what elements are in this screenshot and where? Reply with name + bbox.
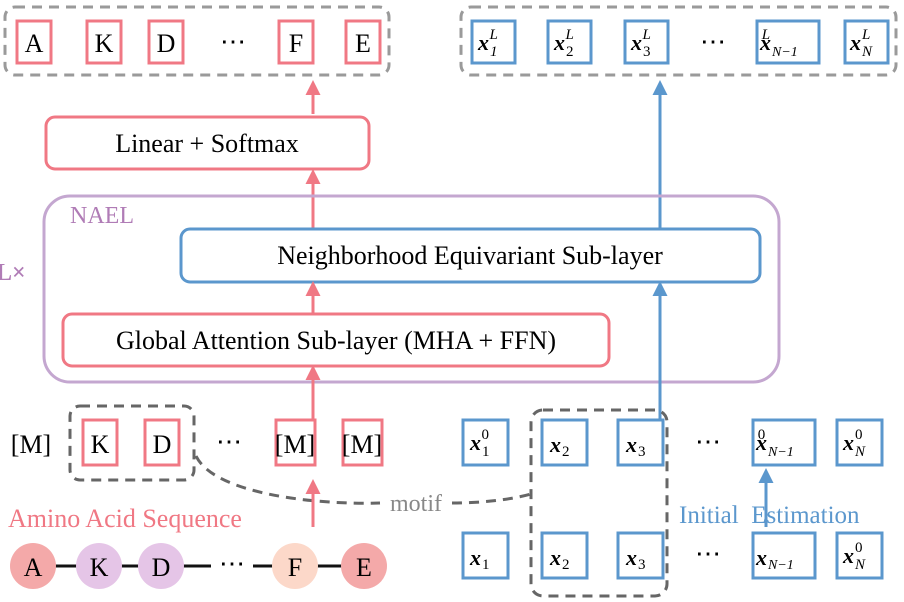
output-coords-row: x1L x2L x3L ⋯ xN−1L xNL xyxy=(470,19,890,65)
ground-coord-box-5 xyxy=(835,531,884,580)
input-coord-box-1 xyxy=(461,418,510,467)
ground-coord-label-4: xN−1 xyxy=(755,545,794,573)
input-coord-label-5: xN0 xyxy=(842,427,866,460)
output-coord-box-4 xyxy=(755,19,821,65)
input-coord-box-4 xyxy=(751,418,817,467)
input-coord-box-2 xyxy=(540,418,589,467)
sequence-node-5 xyxy=(272,543,318,589)
output-token-box-3 xyxy=(147,19,185,65)
output-coord-box-2 xyxy=(546,19,593,65)
input-coord-label-1: x10 xyxy=(469,427,490,460)
sequence-node-2 xyxy=(76,543,122,589)
output-coord-label-5: xNL xyxy=(849,27,873,60)
sequence-node-label: K xyxy=(90,553,109,582)
ground-coord-box-1 xyxy=(461,531,510,580)
input-coords-ellipsis: ⋯ xyxy=(695,427,721,456)
initial-estimation-label: Initial Estimation xyxy=(679,502,860,529)
input-coord-label-3: x3 xyxy=(625,432,646,460)
nael-label: NAEL xyxy=(70,203,134,229)
masked-token: D xyxy=(153,430,172,459)
sequence-node-3 xyxy=(138,543,184,589)
output-tokens-row: A K D ⋯ F E xyxy=(15,19,382,65)
motif-connector xyxy=(194,455,532,505)
masked-token-ellipsis: ⋯ xyxy=(216,427,242,456)
ground-coord-box-4 xyxy=(751,531,817,580)
sequence-node-label: A xyxy=(24,553,43,582)
sequence-node-ellipsis: ⋯ xyxy=(219,549,245,578)
masked-token: [M] xyxy=(11,430,51,459)
coords-motif-group xyxy=(529,408,669,598)
masked-motif-group xyxy=(68,404,196,482)
output-coord-box-1 xyxy=(470,19,517,65)
repeat-label: L× xyxy=(0,260,26,286)
ground-coords-row: x1 x2 x3 ⋯ xN−1 xN0 xyxy=(461,531,884,580)
output-coord-label-1: x1L xyxy=(477,27,498,60)
sequence-graph: A K D ⋯ F E xyxy=(10,543,387,589)
output-coord-box-3 xyxy=(623,19,670,65)
ground-coord-label-2: x2 xyxy=(549,545,570,573)
masked-token-box-6 xyxy=(341,418,384,467)
ground-coord-label-3: x3 xyxy=(625,545,646,573)
amino-acid-sequence-label: Amino Acid Sequence xyxy=(8,504,242,533)
input-coord-box-5 xyxy=(835,418,884,467)
equivariant-sublayer-box xyxy=(179,227,762,284)
output-coord-label-2: x2L xyxy=(553,27,574,60)
sequence-node-6 xyxy=(341,543,387,589)
ground-coords-ellipsis: ⋯ xyxy=(695,539,721,568)
output-token: A xyxy=(25,29,44,58)
input-coord-box-3 xyxy=(616,418,665,467)
masked-token: K xyxy=(91,430,110,459)
masked-token-box-3 xyxy=(143,418,181,467)
output-coord-box-5 xyxy=(843,19,890,65)
linear-softmax-label: Linear + Softmax xyxy=(115,129,299,158)
nael-block xyxy=(42,194,781,384)
sequence-node-label: E xyxy=(356,553,372,582)
sequence-node-1 xyxy=(10,543,56,589)
ground-coord-box-3 xyxy=(616,531,665,580)
ground-coord-label-1: x1 xyxy=(469,545,490,573)
masked-tokens-row: [M] K D ⋯ [M] [M] xyxy=(11,418,384,467)
masked-token: [M] xyxy=(342,430,382,459)
output-token-box-6 xyxy=(344,19,382,65)
sequence-node-label: F xyxy=(288,553,302,582)
ground-coord-label-5: xN0 xyxy=(842,540,866,573)
output-coords-ellipsis: ⋯ xyxy=(700,27,726,56)
attention-sublayer-box xyxy=(61,312,611,368)
output-token: D xyxy=(157,29,176,58)
masked-token: [M] xyxy=(275,430,315,459)
input-coord-label-4: xN−10 xyxy=(755,427,794,460)
attention-sublayer-label: Global Attention Sub-layer (MHA + FFN) xyxy=(116,326,556,355)
output-tokens-group xyxy=(3,5,391,77)
linear-softmax-box xyxy=(44,115,371,171)
sequence-node-label: D xyxy=(152,553,171,582)
output-coord-label-4: xN−1L xyxy=(759,27,798,60)
equivariant-sublayer-label: Neighborhood Equivariant Sub-layer xyxy=(277,241,663,270)
masked-token-box-2 xyxy=(81,418,119,467)
output-coords-group xyxy=(459,5,898,77)
masked-token-box-5 xyxy=(274,418,317,467)
output-token: K xyxy=(95,29,114,58)
motif-label: motif xyxy=(390,491,442,517)
output-coord-label-3: x3L xyxy=(630,27,651,60)
output-token-box-5 xyxy=(277,19,315,65)
output-token: E xyxy=(355,29,371,58)
output-token-ellipsis: ⋯ xyxy=(220,27,246,56)
output-token-box-2 xyxy=(85,19,123,65)
output-token-box-1 xyxy=(15,19,53,65)
ground-coord-box-2 xyxy=(540,531,589,580)
input-coords-row: x10 x2 x3 ⋯ xN−10 xN0 xyxy=(461,418,884,467)
input-coord-label-2: x2 xyxy=(549,432,570,460)
output-token: F xyxy=(289,29,303,58)
